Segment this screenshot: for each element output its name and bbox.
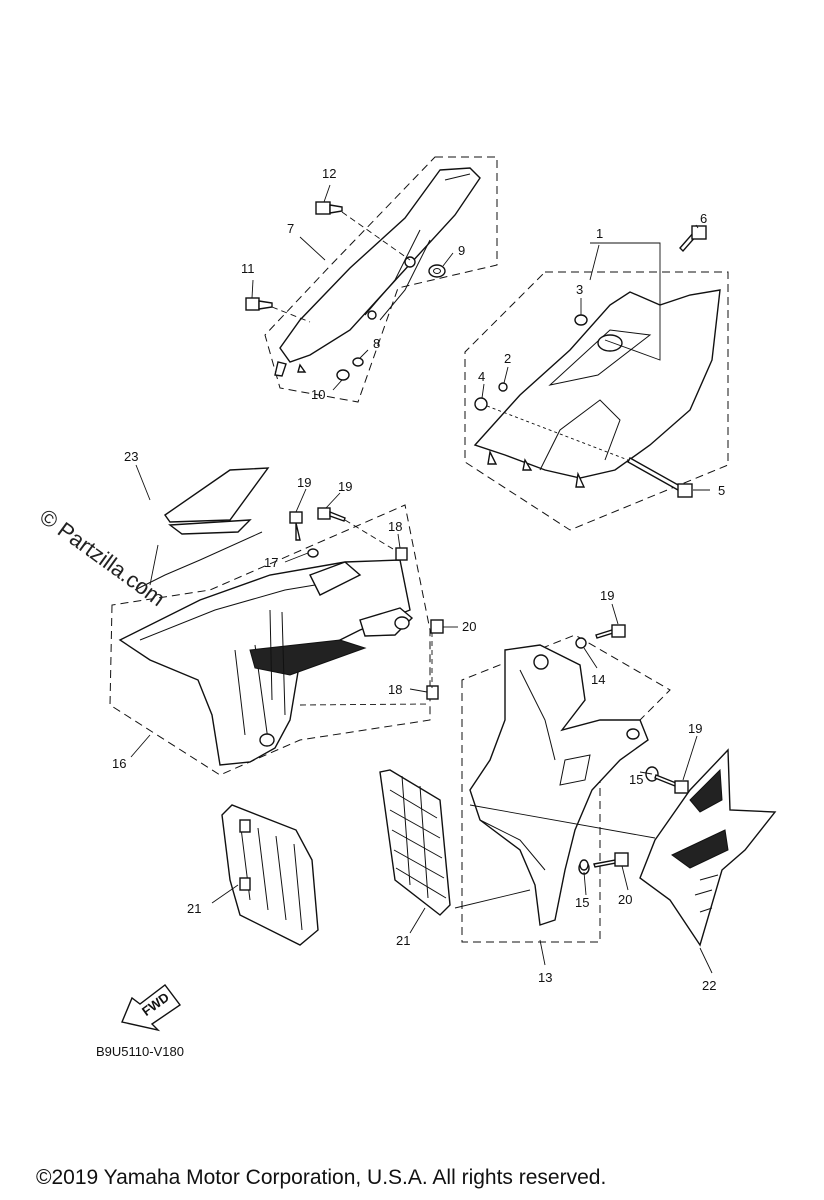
- clip-17[interactable]: [307, 548, 319, 558]
- callout-9: 9: [458, 243, 465, 258]
- part-7-bracket[interactable]: [279, 167, 481, 363]
- callout-19-d: 19: [688, 721, 702, 736]
- bolt-11[interactable]: [245, 297, 273, 311]
- callout-21-b: 21: [396, 933, 410, 948]
- callout-11: 11: [241, 261, 255, 276]
- callout-16: 16: [112, 756, 126, 771]
- callout-18-b: 18: [388, 682, 402, 697]
- callout-17: 17: [264, 555, 278, 570]
- callout-13: 13: [538, 970, 552, 985]
- drawing-code: B9U5110-V180: [96, 1044, 184, 1059]
- collar-2[interactable]: [498, 382, 508, 392]
- callout-19-a: 19: [297, 475, 311, 490]
- shroud-right-boundary: [461, 634, 671, 943]
- grommet-3[interactable]: [574, 314, 588, 326]
- side-cover-boundary: [464, 271, 729, 531]
- bolt-19-d[interactable]: [654, 774, 689, 794]
- callout-15-b: 15: [575, 895, 589, 910]
- side-cover-group: [464, 225, 729, 531]
- grommet-4[interactable]: [474, 397, 488, 411]
- collar-14[interactable]: [575, 637, 587, 649]
- fwd-arrow-icon: FWD: [121, 984, 182, 1032]
- radiator-guard-left[interactable]: [221, 804, 319, 946]
- grommet-18-a[interactable]: [395, 547, 408, 561]
- bolt-20-a[interactable]: [430, 619, 444, 634]
- bolt-19-c[interactable]: [595, 624, 626, 639]
- nut-10[interactable]: [336, 369, 350, 381]
- nut-9[interactable]: [428, 264, 446, 278]
- bolt-19-b[interactable]: [317, 507, 346, 522]
- part-13-shroud-right[interactable]: [469, 644, 649, 926]
- callout-3: 3: [576, 282, 583, 297]
- bolt-6[interactable]: [679, 225, 707, 253]
- callout-labels: 1 2 3 4 5 6 7 8 9 10 11 12 13 14 15 15 1…: [112, 166, 725, 993]
- callout-8: 8: [373, 336, 380, 351]
- callout-18-a: 18: [388, 519, 402, 534]
- watermark: © Partzilla.com: [35, 504, 170, 611]
- callout-20-a: 20: [462, 619, 476, 634]
- part-1-side-cover[interactable]: [473, 289, 721, 479]
- callout-10: 10: [311, 387, 325, 402]
- callout-15-a: 15: [629, 772, 643, 787]
- shroud-left-boundary: [109, 504, 431, 776]
- bracket-boundary: [264, 156, 498, 403]
- callout-5: 5: [718, 483, 725, 498]
- radiator-guard-right[interactable]: [379, 769, 451, 916]
- decal-23[interactable]: [134, 467, 270, 591]
- callout-7: 7: [287, 221, 294, 236]
- callout-4: 4: [478, 369, 485, 384]
- callout-22: 22: [702, 978, 716, 993]
- callout-1: 1: [596, 226, 603, 241]
- callout-19-c: 19: [600, 588, 614, 603]
- callout-21-a: 21: [187, 901, 201, 916]
- callout-23: 23: [124, 449, 138, 464]
- callout-19-b: 19: [338, 479, 352, 494]
- bolt-12[interactable]: [315, 201, 343, 215]
- collar-8[interactable]: [352, 357, 364, 367]
- callout-6: 6: [700, 211, 707, 226]
- shroud-left-group: [109, 467, 444, 776]
- callout-14: 14: [591, 672, 605, 687]
- bolt-20-b[interactable]: [593, 852, 629, 868]
- callout-12: 12: [322, 166, 336, 181]
- callout-2: 2: [504, 351, 511, 366]
- side-cover-bracket-group: [245, 156, 498, 403]
- bolt-19-a[interactable]: [289, 511, 303, 541]
- leader-lines: [130, 184, 713, 974]
- shroud-right-group: [454, 624, 689, 943]
- bolt-5[interactable]: [627, 457, 693, 498]
- decal-22[interactable]: [639, 748, 777, 947]
- collar-15-b[interactable]: [579, 859, 589, 871]
- callout-20-b: 20: [618, 892, 632, 907]
- grommet-18-b[interactable]: [426, 685, 439, 700]
- copyright-notice: ©2019 Yamaha Motor Corporation, U.S.A. A…: [36, 1166, 606, 1189]
